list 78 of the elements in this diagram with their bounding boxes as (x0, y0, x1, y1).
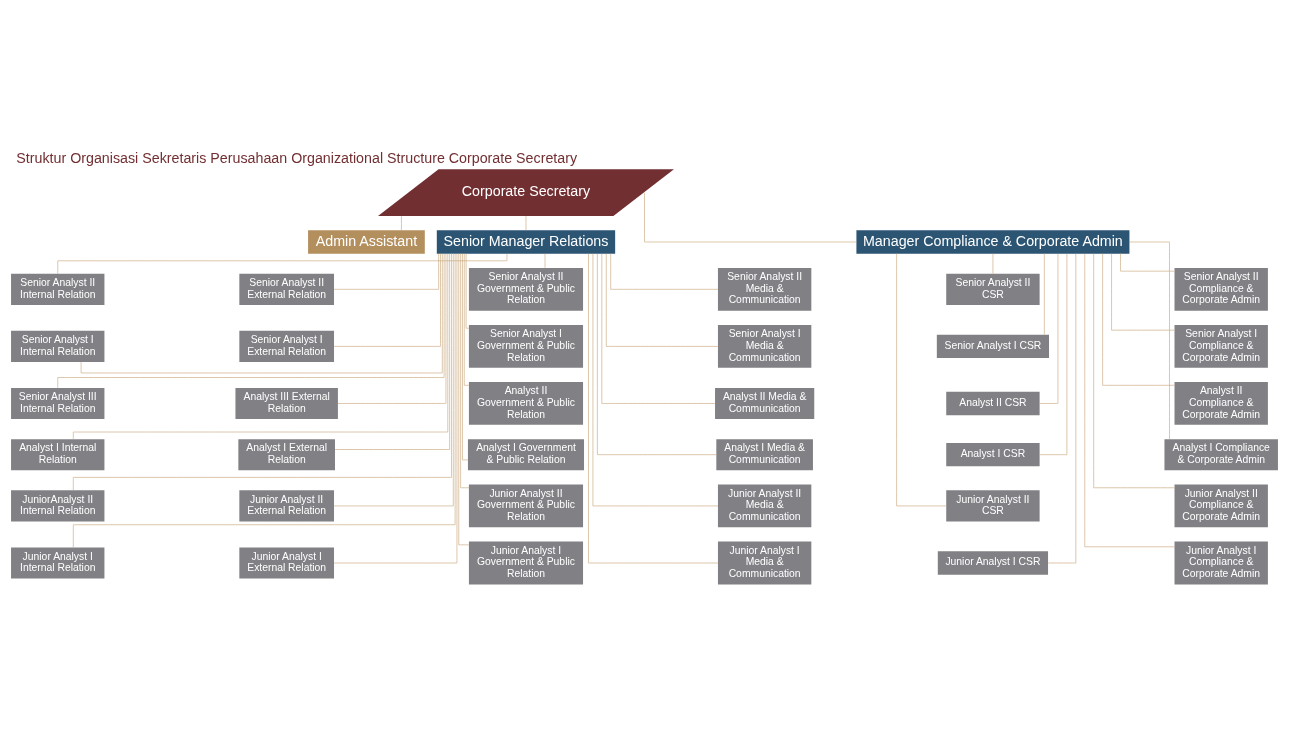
node-box: Senior Analyst II Government & Public Relation (468, 267, 584, 311)
connector (1047, 253, 1077, 564)
node-box: Senior Analyst I Compliance & Corporate Admin (1174, 325, 1268, 368)
connector (401, 215, 402, 231)
connector (1084, 253, 1175, 548)
connector (1044, 253, 1045, 335)
node-box: Analyst I Media & Communication (716, 439, 813, 471)
node-box: Analyst I Compliance & Corporate Admin (1164, 439, 1278, 471)
connector (462, 253, 469, 461)
connector (610, 253, 719, 290)
connector (73, 253, 449, 440)
connector (592, 253, 719, 507)
connector (1102, 253, 1175, 386)
connector (57, 253, 508, 275)
node-box: Senior Analyst I Media & Communication (717, 325, 812, 368)
connector (992, 253, 994, 274)
node-box: Analyst II Compliance & Corporate Admin (1174, 382, 1268, 425)
connector (896, 253, 947, 507)
node-box: Junior Analyst I Compliance & Corporate Admin (1174, 541, 1268, 585)
connector (334, 253, 450, 450)
node-box: Junior Analyst I Internal Relation (11, 547, 105, 579)
connector (1129, 241, 1170, 440)
node-box: Senior Manager Relations (436, 230, 616, 254)
node-box: Analyst III External Relation (235, 387, 338, 420)
connector (597, 253, 717, 456)
connector (1111, 253, 1175, 331)
connector (460, 253, 470, 489)
node-box: Senior Analyst II Internal Relation (11, 273, 105, 305)
diagram-title: Struktur Organisasi Sekretaris Perusahaan Organizational Structure Corporate Secretary (16, 149, 578, 166)
connector (333, 253, 458, 564)
connector (1120, 253, 1175, 272)
node-box: Analyst II CSR (946, 391, 1040, 416)
node-box: Analyst II Government & Public Relation (468, 382, 584, 425)
node-box: Manager Compliance & Corporate Admin (856, 230, 1130, 254)
node-box: Senior Analyst I Government & Public Relation (468, 325, 584, 368)
node-box: Admin Assistant (308, 230, 425, 254)
connector (605, 253, 719, 347)
connector (588, 253, 719, 564)
connector (1093, 253, 1175, 489)
connector (601, 253, 716, 404)
node-box: Junior Analyst II Compliance & Corporate Admin (1174, 484, 1268, 528)
connector (73, 253, 456, 548)
connector (1039, 253, 1068, 456)
node-box: Analyst I CSR (946, 443, 1040, 467)
node-box: Analyst II Media & Communication (715, 387, 815, 420)
node-box: Senior Analyst I CSR (936, 334, 1049, 359)
node-box: Senior Analyst II Compliance & Corporate Admin (1174, 267, 1268, 311)
connector (337, 253, 447, 404)
node-box: Junior Analyst I Media & Communication (717, 541, 812, 585)
node-box: Junior Analyst I CSR (937, 551, 1049, 575)
node-box: Senior Analyst II Media & Communication (717, 267, 812, 311)
connector (1039, 253, 1059, 404)
connector (544, 253, 546, 269)
node-box: Senior Analyst III Internal Relation (11, 387, 105, 420)
node-box: Senior Analyst II CSR (946, 273, 1040, 305)
node-box: Analyst I External Relation (238, 439, 335, 471)
node-box: Junior Analyst II CSR (946, 490, 1040, 522)
node-box: JuniorAnalyst II Internal Relation (11, 490, 105, 522)
connector (333, 253, 441, 347)
node-box: Junior Analyst I External Relation (239, 547, 334, 579)
node-box: Senior Analyst I Internal Relation (11, 330, 105, 362)
connector (525, 215, 527, 231)
node-box: Analyst I Government & Public Relation (467, 439, 584, 471)
node-box: Junior Analyst I Government & Public Relation (468, 541, 584, 585)
node-box: Junior Analyst II External Relation (239, 490, 334, 522)
node-box: Analyst I Internal Relation (11, 439, 105, 471)
connector (333, 253, 439, 290)
node-box: Junior Analyst II Government & Public Relation (468, 484, 584, 528)
node-box: Senior Analyst II External Relation (239, 273, 334, 305)
connector (80, 253, 443, 374)
connector (463, 253, 470, 386)
connector (57, 253, 445, 389)
node-box: Junior Analyst II Media & Communication (717, 484, 812, 528)
connector (465, 253, 470, 329)
connector (458, 253, 470, 546)
node-box: Senior Analyst I External Relation (239, 330, 334, 362)
connector (644, 192, 857, 243)
connector (333, 253, 454, 507)
